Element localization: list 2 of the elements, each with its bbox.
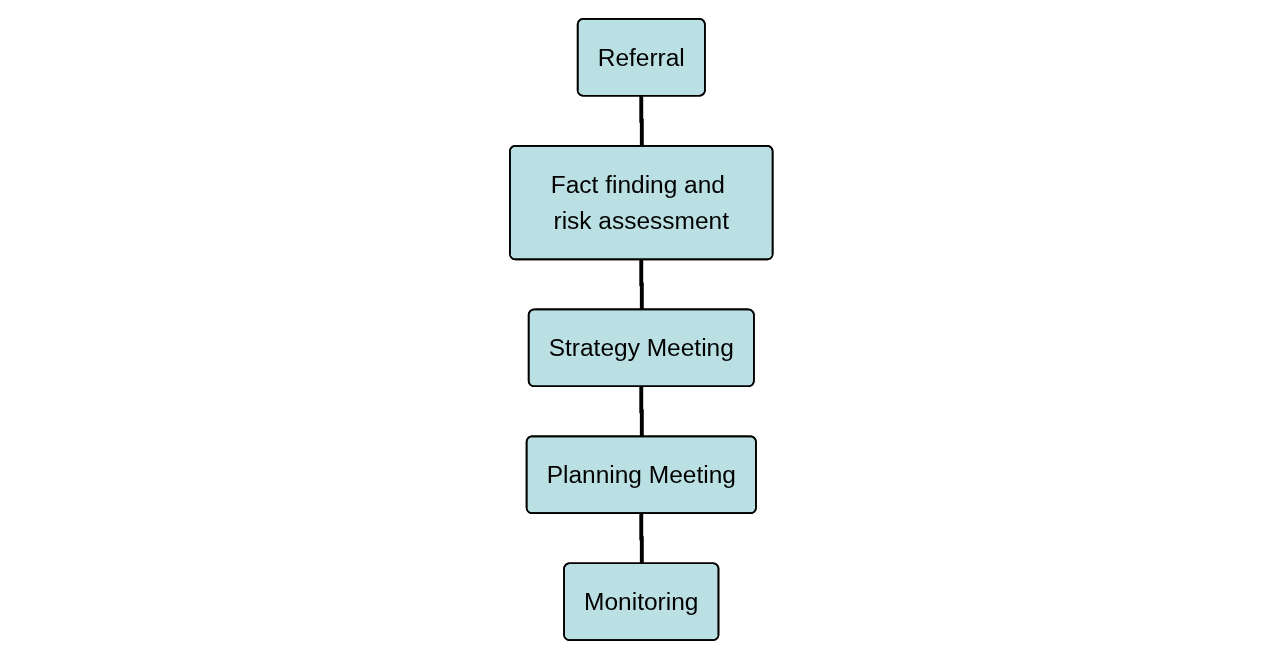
connector xyxy=(639,94,644,147)
flowchart: Referral Fact finding and risk assessment Strategy Meeting Planning Meeting Monitoring xyxy=(500,10,782,649)
